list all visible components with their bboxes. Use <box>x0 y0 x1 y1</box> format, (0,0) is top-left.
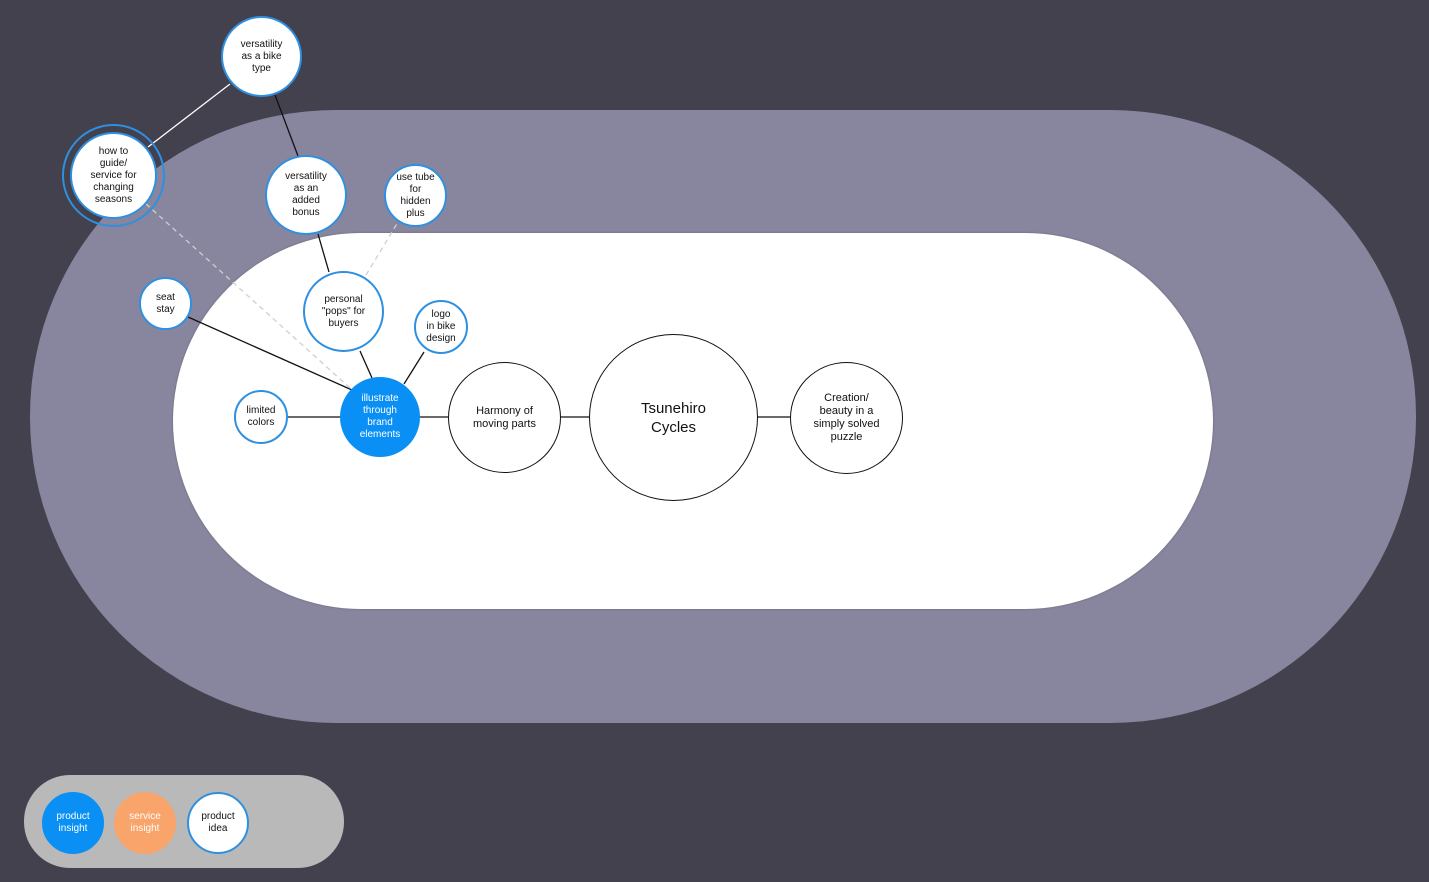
seat-stay-label: seat stay <box>156 291 175 315</box>
limited-colors-label: limited colors <box>246 405 276 428</box>
personal-node[interactable]: personal "pops" for buyers <box>303 271 384 352</box>
legend-product-idea-label: product idea <box>201 811 235 834</box>
legend-product-insight: product insight <box>42 792 104 854</box>
guide-node[interactable]: how to guide/ service for changing seaso… <box>70 132 157 219</box>
tsunehiro-cycles-label: Tsunehiro Cycles <box>640 399 707 436</box>
seat-stay-node[interactable]: seat stay <box>139 277 192 330</box>
legend-panel: product insight service insight product … <box>24 775 344 868</box>
link-illustrate-logo <box>403 351 425 385</box>
logo-node[interactable]: logo in bike design <box>414 300 468 354</box>
personal-label: personal "pops" for buyers <box>321 293 366 329</box>
link-personal-tube <box>365 221 399 276</box>
link-guide-versatility-type <box>147 83 231 148</box>
creation-label: Creation/ beauty in a simply solved puzz… <box>813 392 880 443</box>
harmony-label: Harmony of moving parts <box>473 404 536 430</box>
tube-node[interactable]: use tube for hidden plus <box>384 164 447 227</box>
versatility-type-label: versatility as a bike type <box>240 38 283 74</box>
illustrate-label: illustrate through brand elements <box>359 393 401 440</box>
tsunehiro-cycles-node[interactable]: Tsunehiro Cycles <box>589 334 758 501</box>
harmony-node[interactable]: Harmony of moving parts <box>448 362 561 473</box>
creation-node[interactable]: Creation/ beauty in a simply solved puzz… <box>790 362 903 474</box>
link-versatility-bonus-type <box>274 94 299 157</box>
legend-product-idea: product idea <box>187 792 249 854</box>
link-personal-versatility-bonus <box>317 233 330 273</box>
logo-label: logo in bike design <box>426 309 456 344</box>
legend-product-insight-label: product insight <box>56 811 90 834</box>
limited-colors-node[interactable]: limited colors <box>234 390 288 444</box>
versatility-bonus-label: versatility as an added bonus <box>285 171 327 218</box>
versatility-bonus-node[interactable]: versatility as an added bonus <box>265 155 347 235</box>
legend-service-insight: service insight <box>114 792 176 854</box>
versatility-type-node[interactable]: versatility as a bike type <box>221 16 302 97</box>
legend-service-insight-label: service insight <box>129 811 161 834</box>
guide-label: how to guide/ service for changing seaso… <box>90 145 137 205</box>
tube-label: use tube for hidden plus <box>396 171 435 219</box>
link-illustrate-personal <box>359 350 373 379</box>
illustrate-node[interactable]: illustrate through brand elements <box>340 377 420 457</box>
guide-outer-ring <box>62 124 165 227</box>
link-illustrate-seat-stay <box>187 316 353 391</box>
link-illustrate-guide <box>144 202 351 389</box>
